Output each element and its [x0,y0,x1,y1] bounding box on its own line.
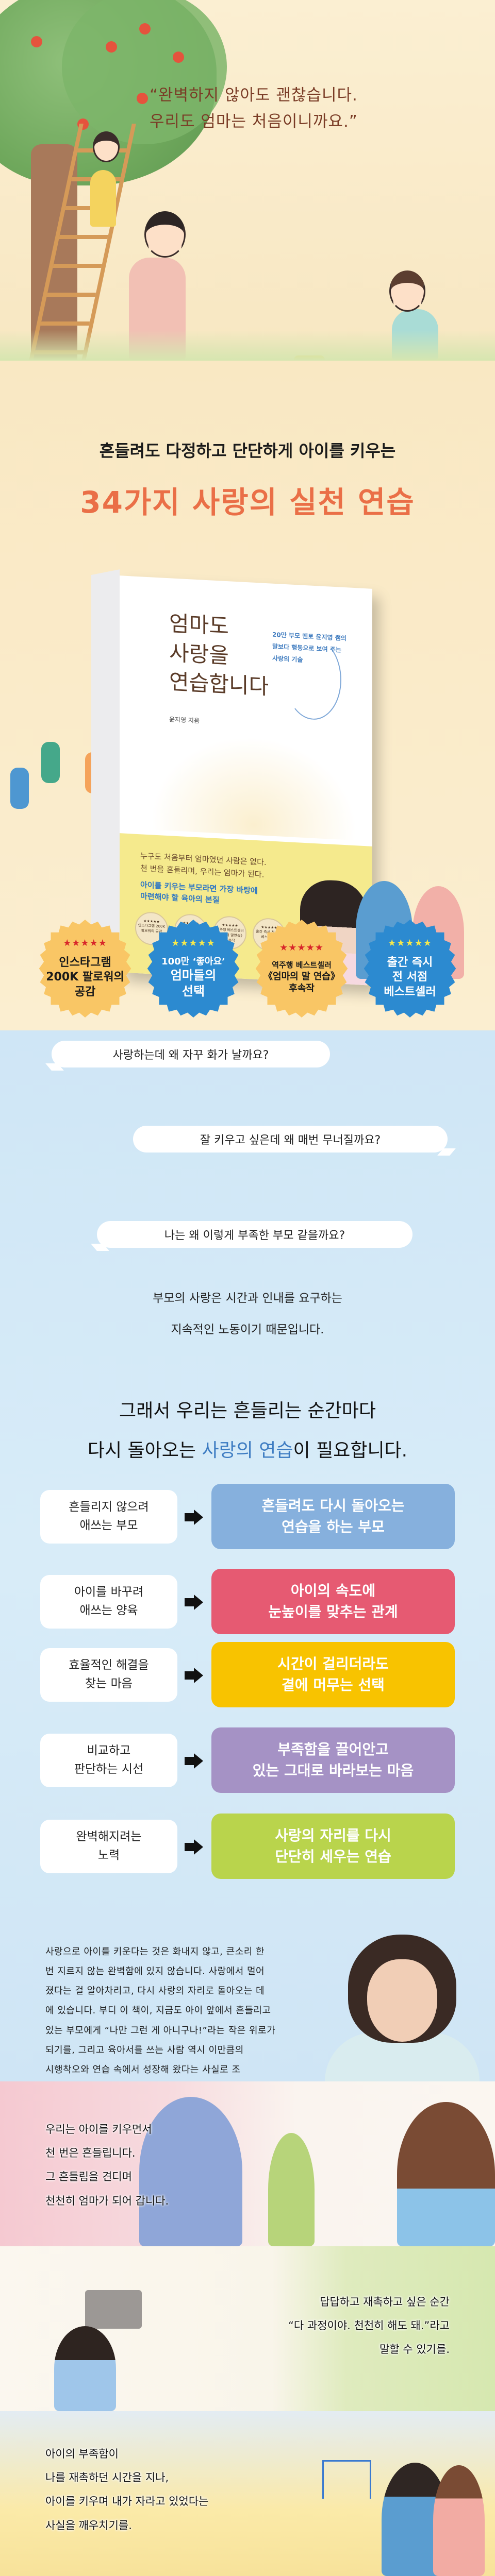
grass [0,330,495,361]
mother-illustration [433,2465,485,2576]
playing-kids-illustration [0,721,104,824]
hero-section: “완벽하지 않아도 괜찮습니다. 우리도 엄마는 처음이니까요.” [0,0,495,361]
panel-text: 우리는 아이를 키우면서 천 번은 흔들립니다. 그 흔들림을 견디며 천천히 … [45,2123,169,2207]
before-box: 비교하고 판단하는 시선 [40,1734,177,1787]
band-highlight: 아이를 키우는 부모라면 가장 바탕에 마련해야 할 육아의 본질 [140,880,258,905]
badge-bestseller-sequel: ★★★★★ 역주행 베스트셀러《엄마의 말 연습》후속작 [253,920,351,1018]
apple-icon [31,36,42,47]
explanation-text: 부모의 사랑은 시간과 인내를 요구하는 지속적인 노동이기 때문입니다. [153,1292,342,1336]
hero-quote: “완벽하지 않아도 괜찮습니다. 우리도 엄마는 처음이니까요.” [150,82,358,135]
comparison-row: 아이를 바꾸려 애쓰는 양육 아이의 속도에 눈높이를 맞추는 관계 [0,1569,495,1636]
kid-figure [10,768,29,809]
comparison-row: 비교하고 판단하는 시선 부족함을 끌어안고 있는 그대로 바라보는 마음 [0,1727,495,1794]
quote-line-2: 우리도 엄마는 처음이니까요.” [150,112,358,131]
author-portrait [309,1935,485,2081]
before-box: 완벽해지려는 노력 [40,1820,177,1873]
comparison-row: 완벽해지려는 노력 사랑의 자리를 다시 단단히 세우는 연습 [0,1814,495,1880]
police-officer-illustration [139,2097,242,2246]
story-panel-2: 답답하고 재촉하고 싶은 순간 “다 과정이야. 천천히 해도 돼.”라고 말할… [0,2246,495,2411]
question-bubble: 잘 키우고 싶은데 왜 매번 무너질까요? [133,1126,448,1153]
apple-icon [106,41,117,53]
child-illustration [268,2133,315,2246]
badge-seal-shape [147,920,240,1018]
arrow-right-icon [185,1668,205,1683]
after-box: 사랑의 자리를 다시 단단히 세우는 연습 [211,1814,455,1879]
star-icons: ★★★★★ [279,942,324,954]
question-bubble: 나는 왜 이렇게 부족한 부모 같을까요? [97,1221,412,1248]
book-tagline: 20만 부모 멘토 윤지영 쌤의 말보다 행동으로 보여 주는 사랑의 기술 [272,631,346,664]
intro-title: 34가지 사랑의 실천 연습 [80,485,415,520]
star-icons: ★★★★★ [63,937,107,948]
badge-seal-shape [364,920,456,1018]
arrow-right-icon [185,1595,205,1610]
panel-text: 아이의 부족함이 나를 재촉하던 시간을 지나, 아이를 키우며 내가 자라고 … [45,2448,209,2532]
story-panel-1: 우리는 아이를 키우면서 천 번은 흔들립니다. 그 흔들림을 견디며 천천히 … [0,2081,495,2246]
question-bubble: 사랑하는데 왜 자꾸 화가 날까요? [52,1041,330,1067]
book-title: 엄마도 사랑을 연습합니다 [169,611,269,700]
arrow-right-icon [185,1510,205,1525]
microwave-illustration [85,2290,142,2329]
soccer-goal-illustration [322,2460,371,2499]
after-box: 시간이 걸리더라도 곁에 머무는 선택 [211,1642,455,1707]
author-message: 사랑으로 아이를 키운다는 것은 화내지 않고, 큰소리 한 번 지르지 않는 … [45,1946,276,2075]
after-box: 흔들려도 다시 돌아오는 연습을 하는 부모 [211,1484,455,1549]
highlight-text: 사랑의 연습 [202,1440,293,1462]
mother-illustration [222,2246,289,2411]
intro-subtitle: 흔들려도 다정하고 단단하게 아이를 키우는 [99,441,396,461]
band-copy: 누구도 처음부터 엄마였던 사람은 없다. 천 번을 흔들리며, 우리는 엄마가… [140,851,267,879]
after-box: 아이의 속도에 눈높이를 맞추는 관계 [211,1569,455,1634]
after-box: 부족함을 끌어안고 있는 그대로 바라보는 마음 [211,1727,455,1793]
star-icons: ★★★★★ [388,937,432,948]
kid-figure [41,742,60,783]
child-on-ladder [90,170,116,227]
message-section: 사랑하는데 왜 자꾸 화가 날까요? 잘 키우고 싶은데 왜 매번 무너질까요?… [0,1030,495,2081]
child-head [93,131,120,162]
mother-head [389,270,425,312]
book-spine [91,569,120,972]
before-box: 아이를 바꾸려 애쓰는 양육 [40,1575,177,1629]
arrow-right-icon [185,1753,205,1769]
apple-icon [139,23,151,35]
arrow-right-icon [185,1839,205,1855]
story-panel-3: 아이의 부족함이 나를 재촉하던 시간을 지나, 아이를 키우며 내가 자라고 … [0,2411,495,2576]
apple-icon [137,93,148,104]
badge-seal-shape [39,920,131,1018]
mother-illustration [397,2102,495,2246]
before-box: 흔들리지 않으려 애쓰는 부모 [40,1490,177,1544]
panel-text: 답답하고 재촉하고 싶은 순간 “다 과정이야. 천천히 해도 돼.”라고 말할… [288,2296,450,2356]
child-illustration [54,2326,116,2411]
key-message: 그래서 우리는 흔들리는 순간마다 다시 돌아오는 사랑의 연습이 필요합니다. [87,1400,408,1462]
mother-child-cover-illustration [151,732,357,841]
badge-seal-shape [255,920,348,1018]
book-author: 윤지영 지음 [169,716,200,725]
before-box: 효율적인 해결을 찾는 마음 [40,1648,177,1702]
book-intro-section: 흔들려도 다정하고 단단하게 아이를 키우는 34가지 사랑의 실천 연습 엄마… [0,361,495,1030]
apple-icon [173,52,184,63]
comparison-row: 흔들리지 않으려 애쓰는 부모 흔들려도 다시 돌아오는 연습을 하는 부모 [0,1484,495,1551]
father-head [144,211,186,258]
star-icons: ★★★★★ [171,937,216,948]
quote-line-1: “완벽하지 않아도 괜찮습니다. [150,86,358,105]
comparison-row: 효율적인 해결을 찾는 마음 시간이 걸리더라도 곁에 머무는 선택 [0,1642,495,1709]
